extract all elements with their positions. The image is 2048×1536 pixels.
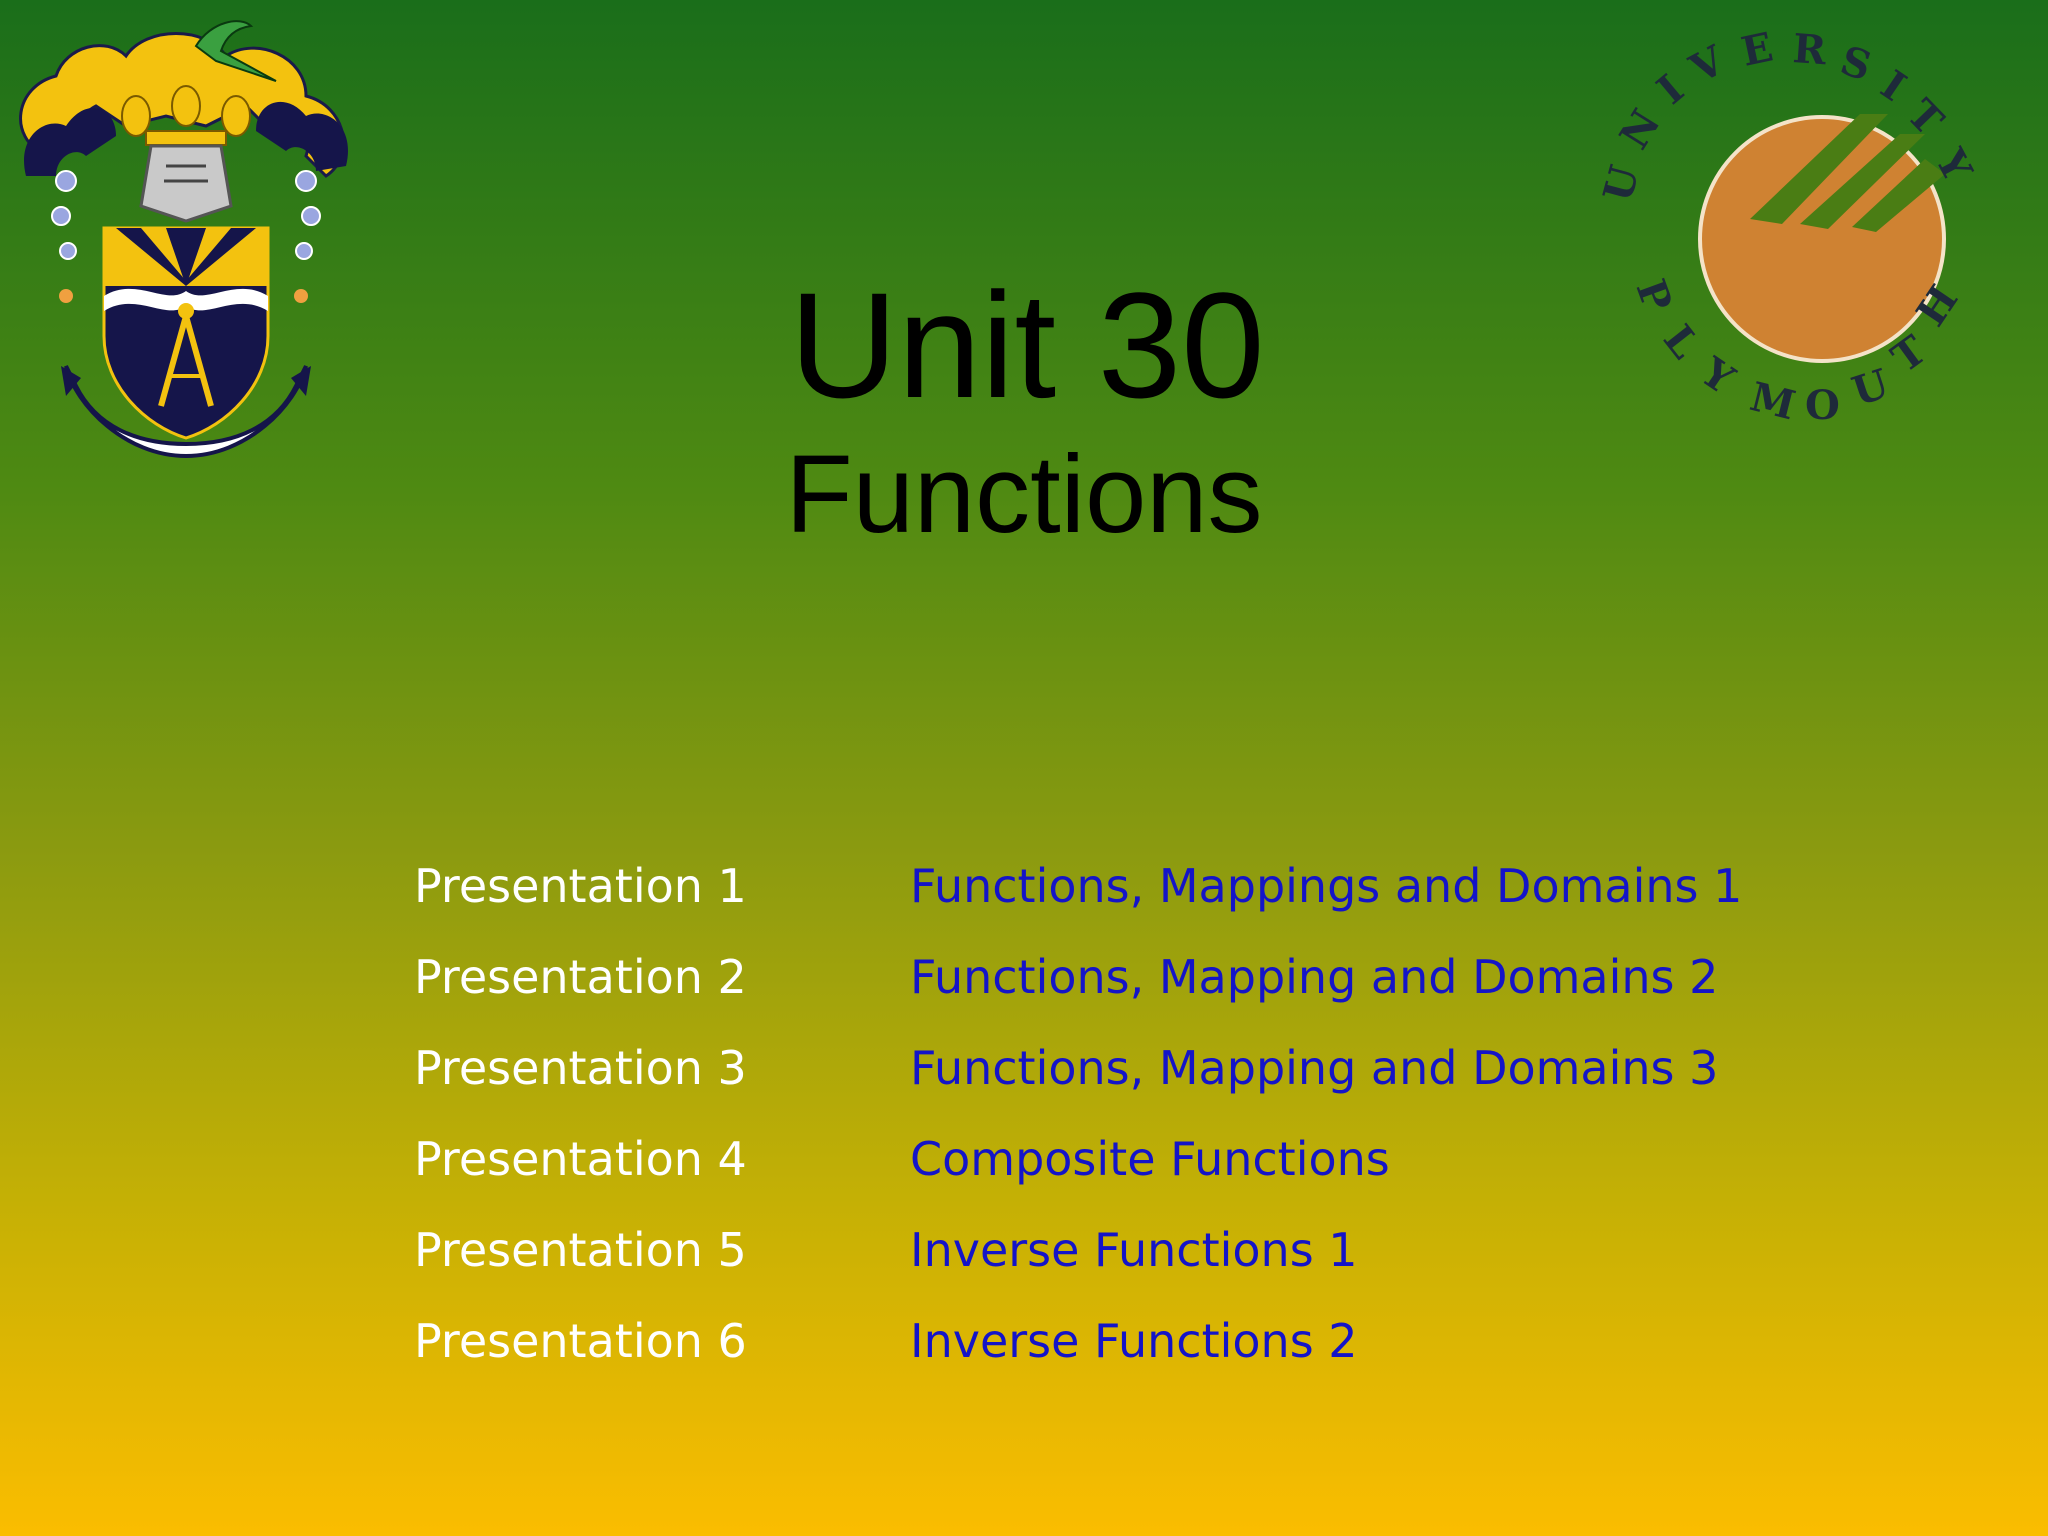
presentation-label: Presentation 5 xyxy=(414,1222,747,1277)
svg-text:O: O xyxy=(1805,382,1840,429)
presentation-link[interactable]: Functions, Mapping and Domains 3 xyxy=(910,1040,1719,1095)
svg-text:R: R xyxy=(1791,25,1828,74)
presentation-label: Presentation 1 xyxy=(414,858,747,913)
svg-text:E: E xyxy=(1737,24,1777,76)
svg-text:M: M xyxy=(1746,373,1800,429)
svg-text:N: N xyxy=(1611,101,1670,157)
presentation-row-5[interactable]: Presentation 5 Inverse Functions 1 xyxy=(414,1204,1742,1295)
presentation-row-6[interactable]: Presentation 6 Inverse Functions 2 xyxy=(414,1295,1742,1386)
presentation-row-2[interactable]: Presentation 2 Functions, Mapping and Do… xyxy=(414,931,1742,1022)
slide-title: Unit 30 xyxy=(789,261,1265,429)
svg-text:S: S xyxy=(1835,37,1877,91)
coat-of-arms-crest-icon xyxy=(19,20,348,459)
presentation-label: Presentation 3 xyxy=(414,1040,747,1095)
presentation-label: Presentation 2 xyxy=(414,949,747,1004)
svg-text:I: I xyxy=(1872,61,1914,110)
presentation-link[interactable]: Functions, Mappings and Domains 1 xyxy=(910,858,1743,913)
slide-subtitle: Functions xyxy=(785,433,1263,556)
svg-text:I: I xyxy=(1648,66,1693,114)
svg-text:V: V xyxy=(1682,36,1733,93)
presentation-link[interactable]: Functions, Mapping and Domains 2 xyxy=(910,949,1719,1004)
presentation-list: Presentation 1 Functions, Mappings and D… xyxy=(414,840,1742,1386)
presentation-row-4[interactable]: Presentation 4 Composite Functions xyxy=(414,1113,1742,1204)
presentation-link[interactable]: Inverse Functions 1 xyxy=(910,1222,1358,1277)
presentation-label: Presentation 6 xyxy=(414,1313,747,1368)
presentation-label: Presentation 4 xyxy=(414,1131,747,1186)
university-of-plymouth-logo-icon: U N I V E R S I T Y P L Y M O U T H xyxy=(1600,24,1981,429)
presentation-link[interactable]: Composite Functions xyxy=(910,1131,1390,1186)
presentation-link[interactable]: Inverse Functions 2 xyxy=(910,1313,1358,1368)
svg-text:U: U xyxy=(1600,161,1649,207)
presentation-row-1[interactable]: Presentation 1 Functions, Mappings and D… xyxy=(414,840,1742,931)
presentation-row-3[interactable]: Presentation 3 Functions, Mapping and Do… xyxy=(414,1022,1742,1113)
title-block: Unit 30 Functions xyxy=(0,260,2048,560)
